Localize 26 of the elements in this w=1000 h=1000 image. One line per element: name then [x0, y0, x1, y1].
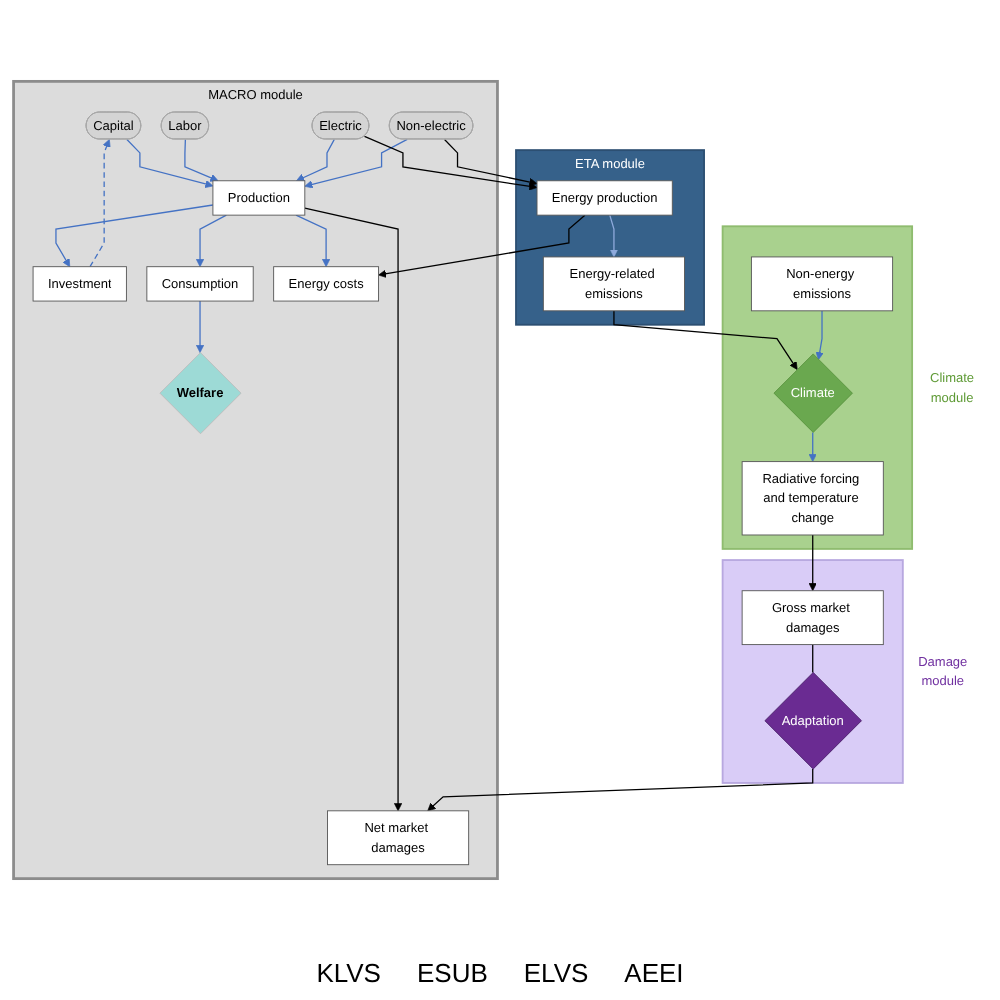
- cluster: [721, 225, 914, 550]
- arrow: [304, 138, 408, 189]
- arrow: [89, 139, 111, 268]
- arrow: [443, 138, 538, 187]
- arrow: [363, 135, 538, 191]
- arrow: [808, 534, 817, 592]
- arrow: [378, 214, 586, 278]
- parameter-label: ESUB: [416, 958, 488, 988]
- connector: [812, 643, 814, 674]
- arrow: [808, 431, 817, 462]
- arrow: [613, 310, 798, 370]
- cluster: [721, 559, 904, 784]
- arrow: [184, 138, 219, 182]
- arrow: [195, 214, 228, 268]
- arrow: [126, 138, 214, 188]
- arrow: [55, 204, 214, 268]
- arrow: [427, 768, 814, 812]
- arrow: [304, 207, 403, 812]
- arrow: [815, 310, 824, 360]
- arrow: [609, 214, 619, 258]
- parameter-label: KLVS: [316, 958, 381, 988]
- arrow: [296, 138, 335, 182]
- parameter-label: ELVS: [523, 958, 589, 988]
- parameter-label: AEEI: [624, 958, 684, 988]
- arrow: [195, 300, 205, 353]
- arrow: [295, 214, 331, 268]
